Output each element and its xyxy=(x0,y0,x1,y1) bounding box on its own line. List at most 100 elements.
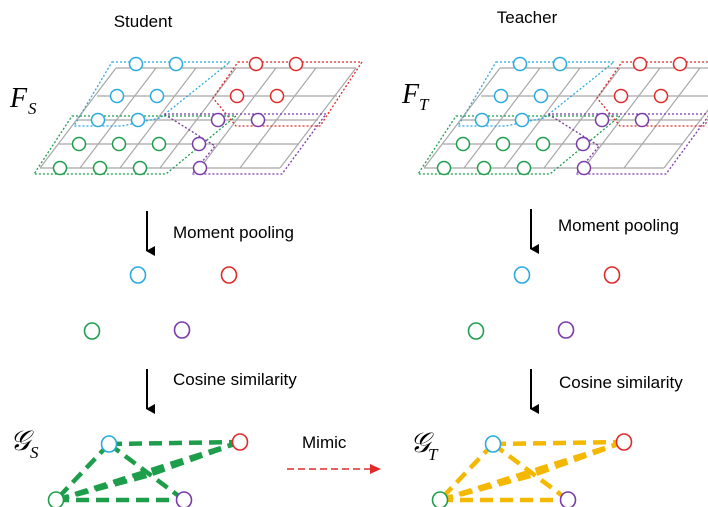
teacher-grid-col-line xyxy=(423,67,501,169)
teacher-grid-node-purple xyxy=(576,160,592,176)
teacher-pooled-nodes xyxy=(467,266,621,340)
teacher-grid-node-blue xyxy=(533,88,549,104)
student-region-purple xyxy=(161,113,328,175)
teacher-grid-node-purple xyxy=(634,112,650,128)
student-pooled-nodes xyxy=(83,266,238,340)
teacher-feature-symbol: F xyxy=(401,79,420,110)
teacher-feature-grid xyxy=(416,56,708,176)
teacher-graph-edge xyxy=(492,439,625,447)
student-graph-edge xyxy=(55,473,148,503)
student-grid-node-red xyxy=(288,56,304,72)
student-graph-node-red xyxy=(231,433,249,451)
student-grid-col-line xyxy=(159,67,237,169)
teacher-cosine-similarity-label: Cosine similarity xyxy=(559,373,683,392)
teacher-feature-subscript: T xyxy=(419,95,430,114)
teacher-graph-node-green xyxy=(431,491,449,507)
student-graph-node-green xyxy=(47,491,65,507)
teacher-graph-node-red xyxy=(615,433,633,451)
teacher-pooled-node-red xyxy=(603,266,621,284)
teacher-graph-node-purple xyxy=(559,491,577,507)
teacher-graph-edge xyxy=(491,442,570,502)
student-feature-grid xyxy=(32,56,364,176)
mimic-arrow-head xyxy=(370,464,381,474)
teacher-grid-node-blue xyxy=(493,88,509,104)
student-graph-edge xyxy=(54,442,111,502)
student-grid-col-line xyxy=(199,67,277,169)
student-grid-col-line xyxy=(39,67,117,169)
student-grid-node-green xyxy=(111,136,127,152)
teacher-grid-node-blue xyxy=(552,56,568,72)
student-column: Student F S Moment pooling Cosine simila… xyxy=(9,12,364,507)
student-grid-node-red xyxy=(229,88,245,104)
student-feature-symbol: F xyxy=(9,83,28,114)
teacher-grid-col-line xyxy=(463,67,541,169)
student-graph-subscript: S xyxy=(30,443,39,462)
student-grid-node-red xyxy=(269,88,285,104)
student-feature-label: F S xyxy=(9,83,37,118)
student-grid-node-purple xyxy=(191,136,207,152)
student-grid-node-blue xyxy=(130,112,146,128)
teacher-region-purple xyxy=(545,113,708,175)
student-grid-node-purple xyxy=(210,112,226,128)
teacher-grid-node-blue xyxy=(512,56,528,72)
student-graph-node-purple xyxy=(175,491,193,507)
student-graph-label: 𝒢 S xyxy=(10,426,39,462)
student-pooled-node-red xyxy=(220,266,238,284)
student-grid-node-blue xyxy=(128,56,144,72)
student-grid-col-line xyxy=(79,67,157,169)
student-grid-node-purple xyxy=(250,112,266,128)
student-graph-edge xyxy=(108,439,241,447)
student-grid-node-blue xyxy=(149,88,165,104)
teacher-grid-node-red xyxy=(672,56,688,72)
student-grid-node-green xyxy=(151,136,167,152)
teacher-grid-node-blue xyxy=(474,112,490,128)
teacher-moment-pooling-label: Moment pooling xyxy=(558,216,679,235)
student-grid-col-line xyxy=(239,67,317,169)
teacher-grid-node-green xyxy=(436,160,452,176)
teacher-grid-node-red xyxy=(653,88,669,104)
teacher-column: Teacher F T Moment pooling Cosine simila… xyxy=(401,8,708,507)
student-grid-col-line xyxy=(279,67,357,169)
teacher-graph-edge xyxy=(439,473,532,503)
teacher-graph-subscript: T xyxy=(428,445,439,464)
teacher-grid-node-green xyxy=(476,160,492,176)
mimic-arrow: Mimic xyxy=(287,433,381,474)
student-graph-node-blue xyxy=(100,435,118,453)
teacher-graph-edge xyxy=(438,442,495,502)
student-region-green xyxy=(32,115,238,175)
teacher-graph-edge xyxy=(529,439,625,479)
teacher-relation-graph xyxy=(431,433,633,507)
teacher-grid-col-line xyxy=(623,67,701,169)
student-grid-node-red xyxy=(248,56,264,72)
teacher-grid-node-green xyxy=(516,160,532,176)
student-grid-node-blue xyxy=(168,56,184,72)
student-graph-edge xyxy=(107,442,186,502)
student-grid-node-green xyxy=(132,160,148,176)
teacher-grid-node-purple xyxy=(594,112,610,128)
student-grid-node-green xyxy=(71,136,87,152)
teacher-grid-col-line xyxy=(583,67,661,169)
teacher-graph-label: 𝒢 T xyxy=(410,428,439,464)
student-grid-node-purple xyxy=(192,160,208,176)
mimic-label: Mimic xyxy=(302,433,347,452)
teacher-grid-node-blue xyxy=(514,112,530,128)
teacher-feature-label: F T xyxy=(401,79,430,114)
student-grid-node-green xyxy=(52,160,68,176)
student-region-red xyxy=(212,61,364,127)
teacher-grid-node-green xyxy=(535,136,551,152)
student-pooled-node-green xyxy=(83,322,101,340)
teacher-title: Teacher xyxy=(497,8,558,27)
teacher-grid-col-line xyxy=(543,67,621,169)
student-moment-pooling-label: Moment pooling xyxy=(173,223,294,242)
teacher-grid-node-green xyxy=(455,136,471,152)
student-title: Student xyxy=(114,12,173,31)
teacher-grid-node-purple xyxy=(575,136,591,152)
student-grid-node-blue xyxy=(109,88,125,104)
student-graph-edge xyxy=(145,439,241,479)
teacher-grid-col-line xyxy=(663,109,708,169)
student-cosine-similarity-label: Cosine similarity xyxy=(173,370,297,389)
teacher-grid-node-red xyxy=(613,88,629,104)
teacher-region-green xyxy=(416,115,622,175)
student-pooled-node-blue xyxy=(129,266,147,284)
